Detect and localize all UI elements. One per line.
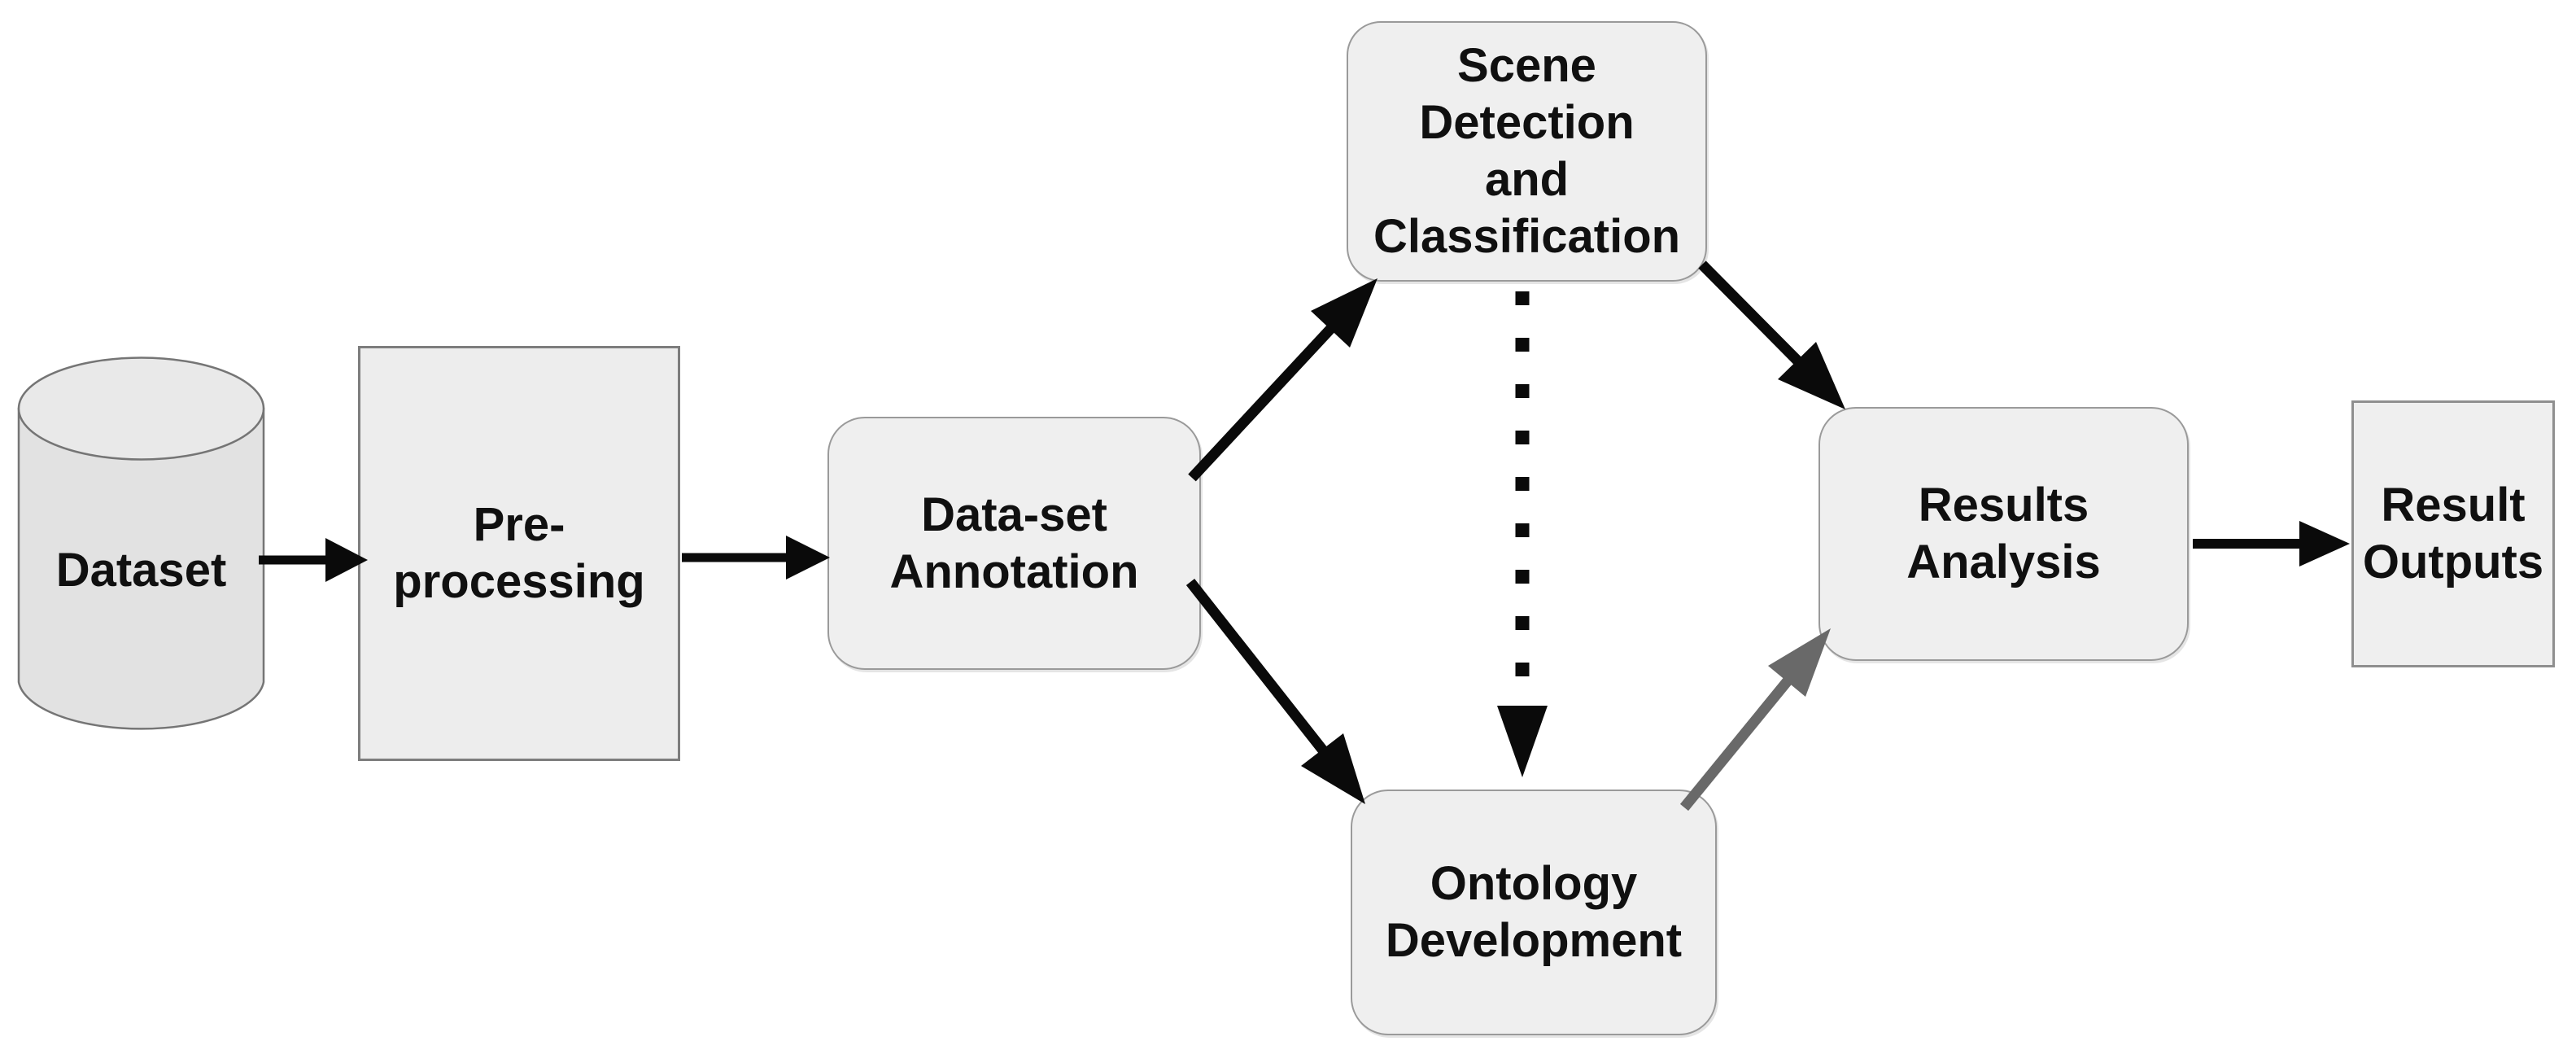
node-scene-detection: Scene Detection and Classification — [1347, 21, 1707, 282]
node-results-analysis-label: Results Analysis — [1906, 479, 2101, 588]
node-dataset-annotation-label: Data-set Annotation — [889, 488, 1139, 598]
node-result-outputs: Result Outputs — [2351, 400, 2555, 667]
node-preprocessing: Pre- processing — [358, 346, 680, 761]
node-dataset: Dataset — [19, 456, 264, 684]
node-ontology-development: Ontology Development — [1351, 790, 1717, 1035]
node-dataset-label: Dataset — [55, 543, 227, 597]
node-scene-detection-label: Scene Detection and Classification — [1373, 39, 1681, 263]
cylinder-top — [17, 357, 265, 461]
node-results-analysis: Results Analysis — [1818, 407, 2189, 661]
node-preprocessing-label: Pre- processing — [393, 498, 645, 608]
node-dataset-annotation: Data-set Annotation — [827, 417, 1201, 670]
node-result-outputs-label: Result Outputs — [2362, 479, 2544, 588]
cylinder-body — [17, 407, 265, 730]
node-ontology-development-label: Ontology Development — [1385, 857, 1683, 967]
